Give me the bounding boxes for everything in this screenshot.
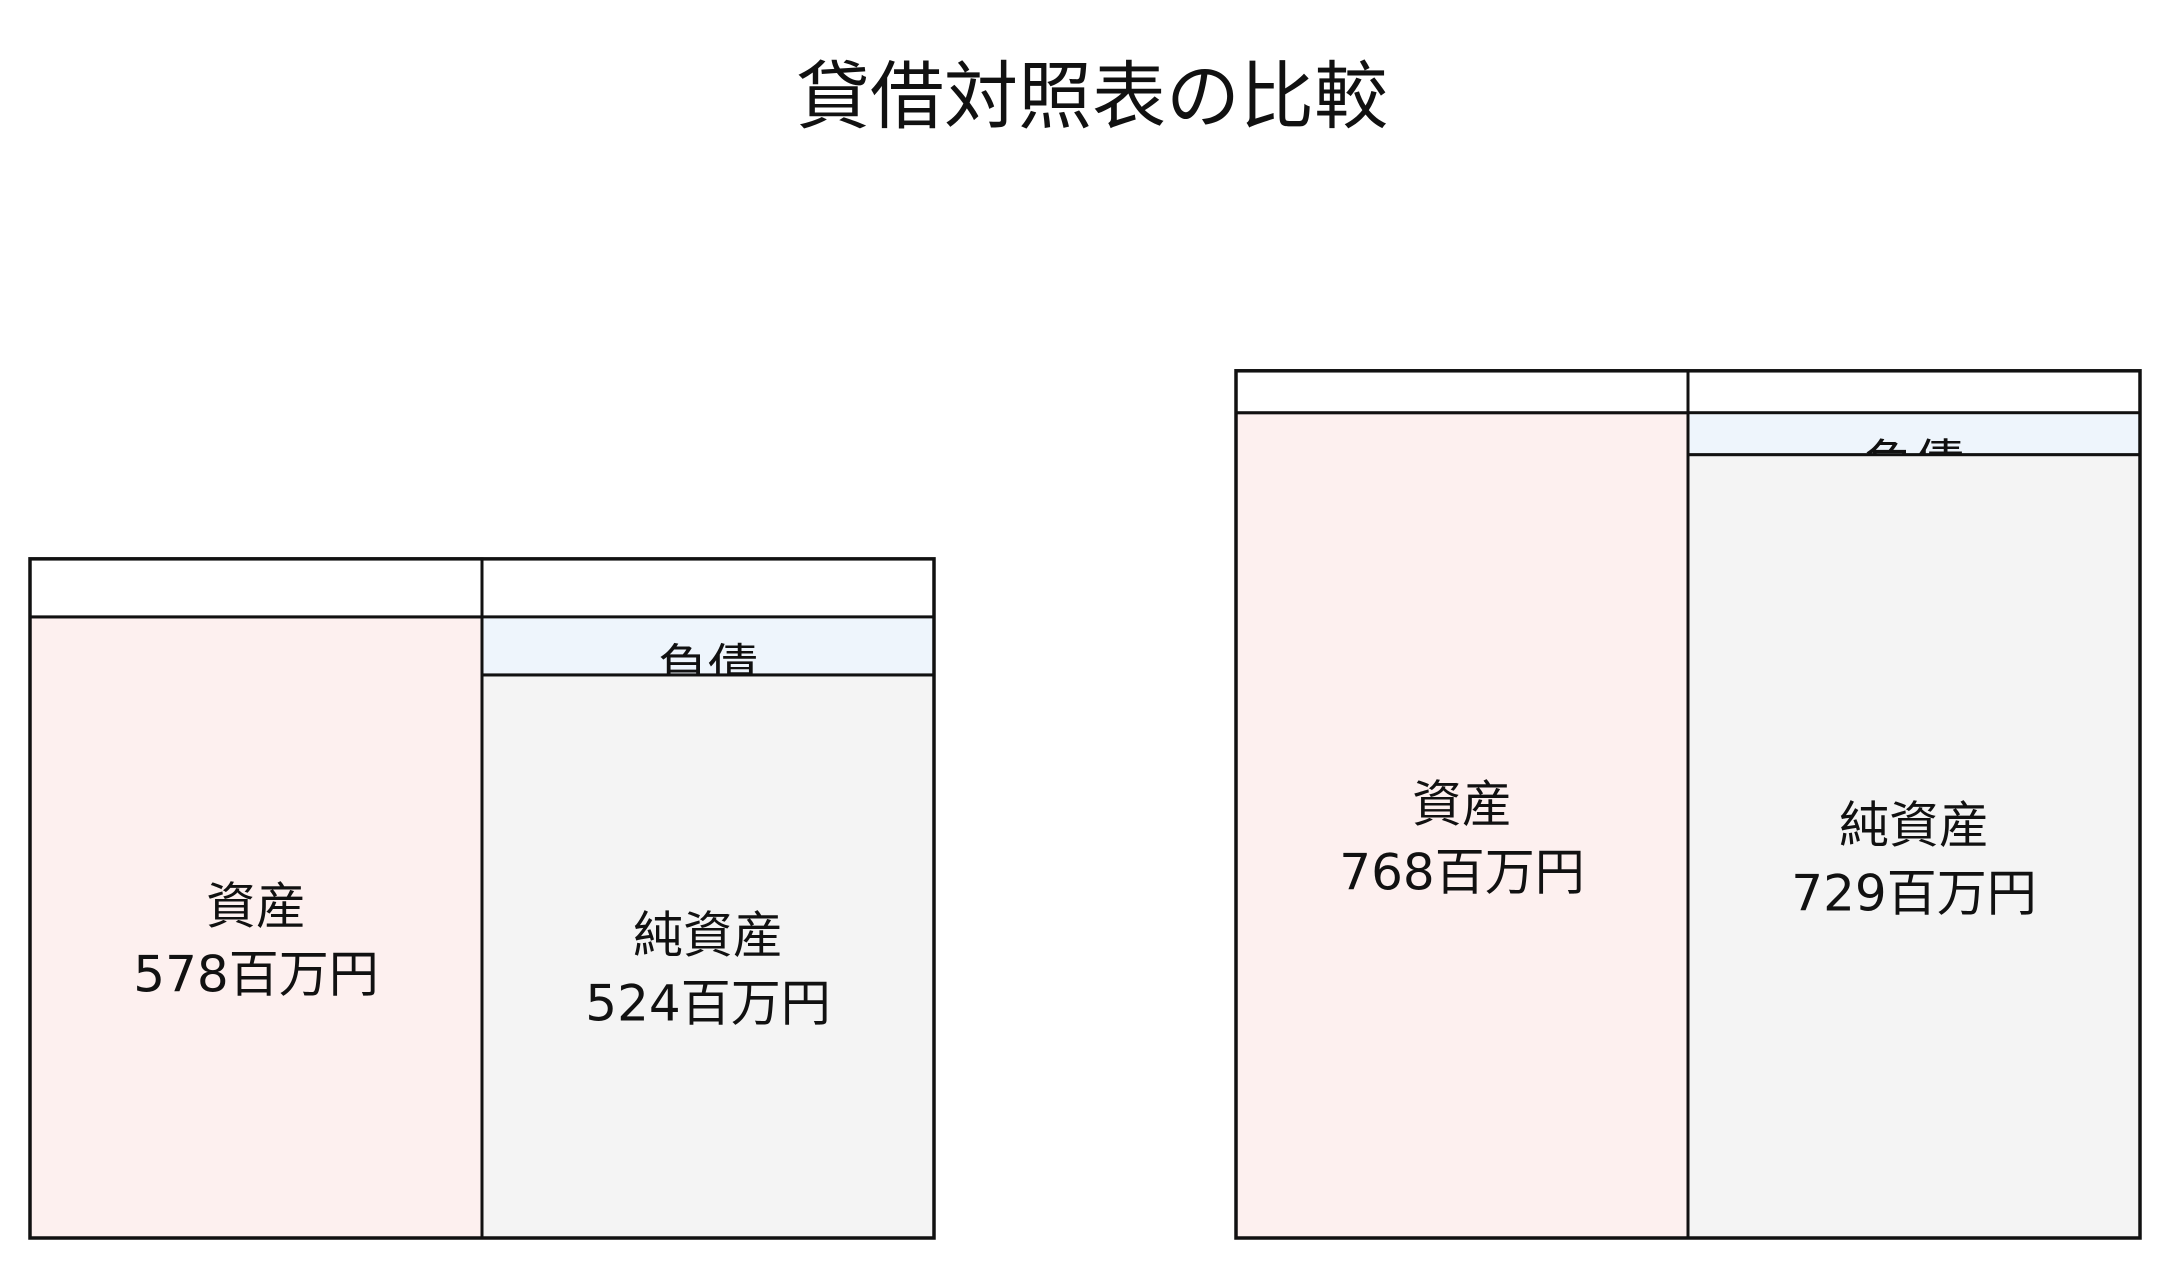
assets-gap xyxy=(1234,369,1690,415)
panel-frame xyxy=(1234,369,2142,1240)
liabilities-block xyxy=(480,615,936,677)
panel-frame xyxy=(28,557,936,1240)
liabilities-block xyxy=(1686,411,2142,457)
assets-block xyxy=(1234,411,1690,1240)
chart-title: 貸借対照表の比較 xyxy=(796,54,1388,140)
liabilities-label: 負債39百万円 xyxy=(1807,435,2021,561)
liabilities-label: 負債54百万円 xyxy=(601,639,815,765)
assets-gap xyxy=(28,557,484,619)
assets-block xyxy=(28,615,484,1240)
equity-block xyxy=(480,673,936,1240)
